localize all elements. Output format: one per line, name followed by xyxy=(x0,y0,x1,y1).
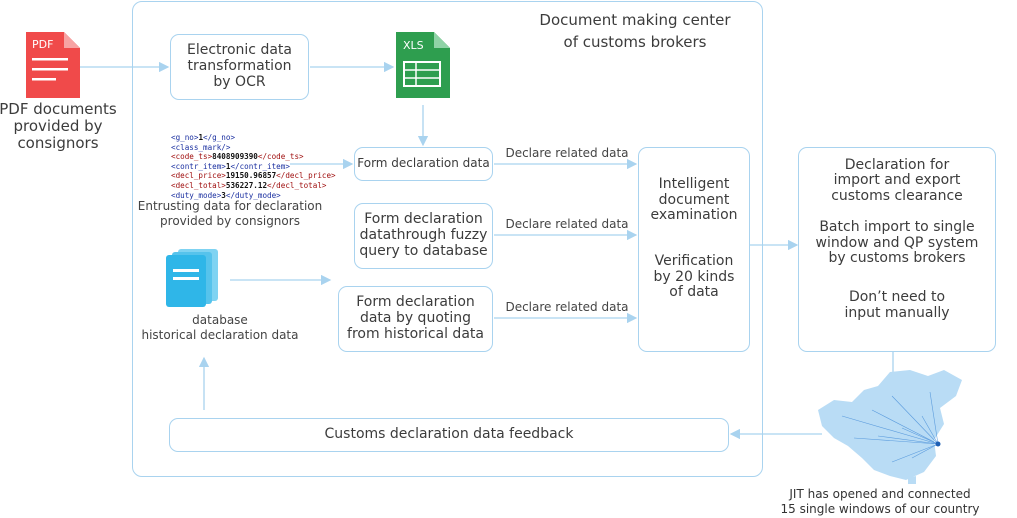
intelligent-examination-text: Intelligent document examination xyxy=(650,176,738,224)
form-declaration-box: Form declaration data xyxy=(354,147,493,181)
declare-related-data-label: Declare related data xyxy=(505,217,629,231)
database-books-icon xyxy=(164,247,224,309)
xml-line: <code_ts>8408909390</code_ts> xyxy=(171,152,304,162)
document-examination-box: Intelligent document examination Verific… xyxy=(638,147,750,352)
xls-icon-label: XLS xyxy=(403,39,424,52)
verification-text: Verification by 20 kinds of data xyxy=(653,253,735,301)
xml-line: <duty_mode>3</duty_mode> xyxy=(171,190,281,200)
no-manual-input-text: Don’t need to input manually xyxy=(844,289,950,321)
declaration-text: Declaration for import and export custom… xyxy=(831,157,963,204)
xml-data-snippet: <g_no>1</g_no> <class_mark/> <code_ts>84… xyxy=(171,133,336,200)
historical-quote-box: Form declaration data by quoting from hi… xyxy=(338,286,493,352)
xml-line: <class_mark/> xyxy=(171,142,231,152)
region-title: Document making center of customs broker… xyxy=(539,11,731,51)
entrusting-data-caption: Entrusting data for declaration provided… xyxy=(137,199,323,228)
pdf-file-icon: PDF xyxy=(26,32,80,98)
batch-import-text: Batch import to single window and QP sys… xyxy=(815,219,979,266)
declare-related-data-label: Declare related data xyxy=(505,146,629,160)
declare-related-data-label: Declare related data xyxy=(505,300,629,314)
xml-line: <decl_total>536227.12</decl_total> xyxy=(171,180,327,190)
xml-line: <contr_item>1</contr_item> xyxy=(171,161,290,171)
pdf-documents-caption: PDF documents provided by consignors xyxy=(0,100,117,152)
china-map-icon xyxy=(812,366,968,486)
ocr-transformation-box: Electronic data transformation by OCR xyxy=(170,34,309,100)
map-caption: JIT has opened and connected 15 single w… xyxy=(780,487,980,516)
database-caption: database historical declaration data xyxy=(141,313,299,342)
xml-line: <g_no>1</g_no> xyxy=(171,133,236,142)
xls-file-icon: XLS xyxy=(396,32,450,98)
document-center-region xyxy=(132,1,763,477)
fuzzy-query-box: Form declaration datathrough fuzzy query… xyxy=(354,203,493,269)
xml-line: <decl_price>19150.96857</decl_price> xyxy=(171,171,336,181)
feedback-box: Customs declaration data feedback xyxy=(169,418,729,452)
customs-clearance-box: Declaration for import and export custom… xyxy=(798,147,996,352)
pdf-icon-label: PDF xyxy=(32,38,54,51)
